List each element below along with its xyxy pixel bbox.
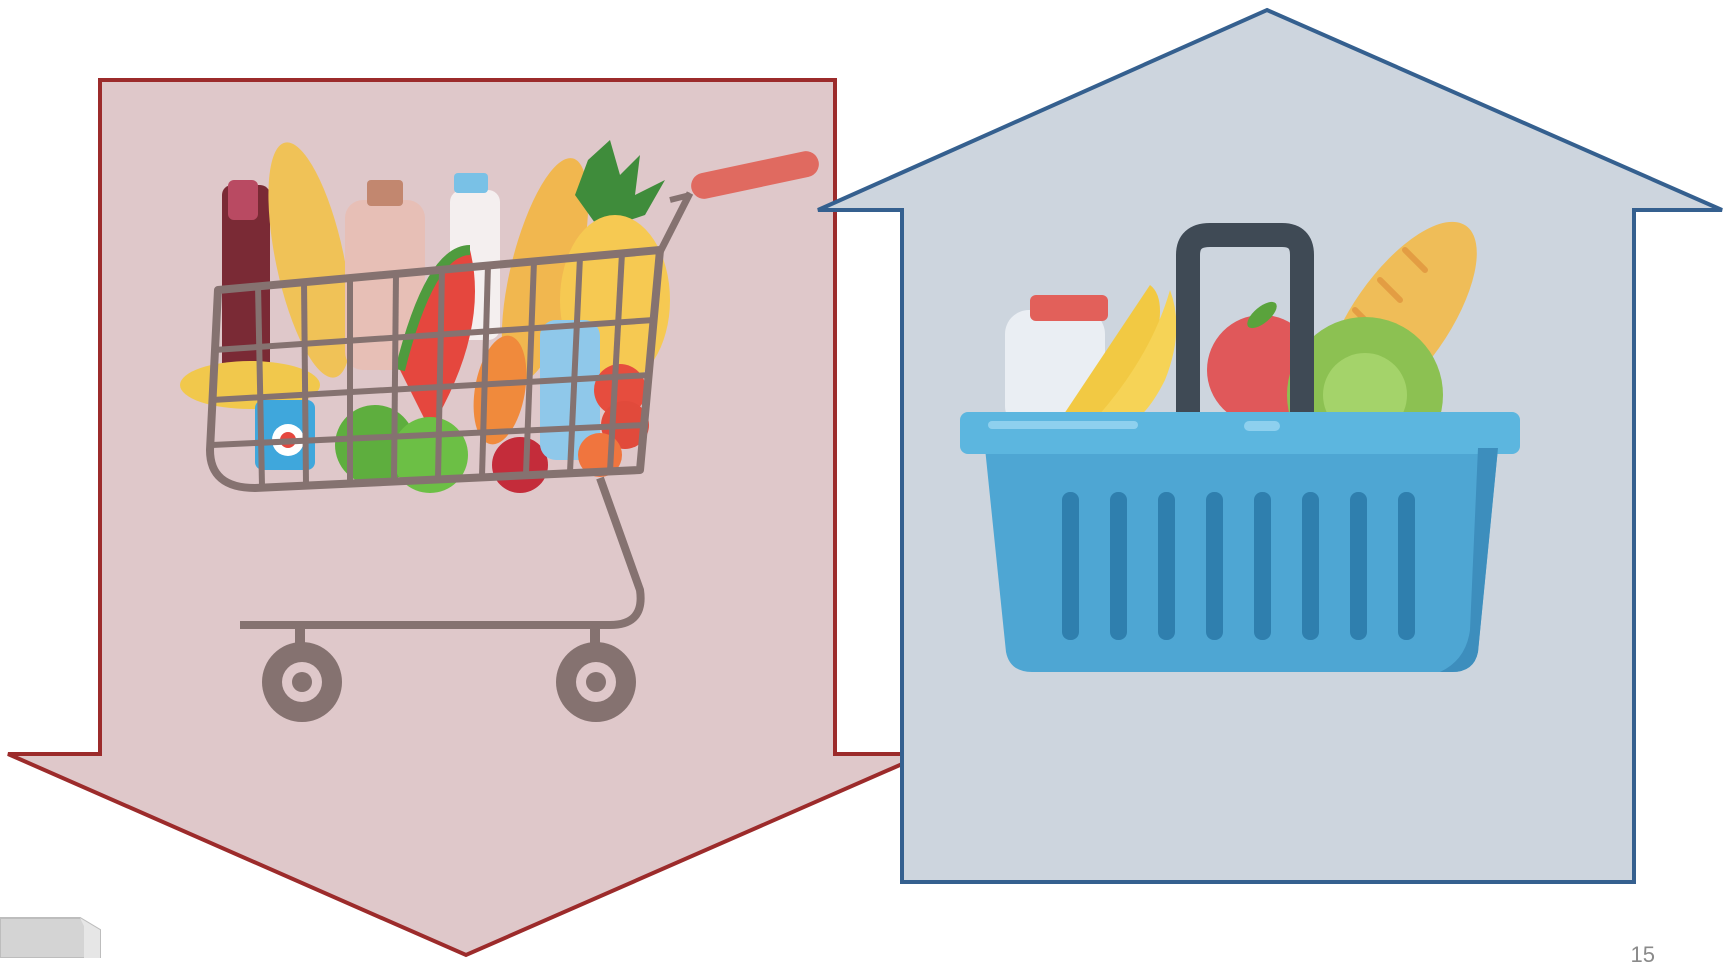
nav-button-icon[interactable] (0, 918, 100, 958)
page-number: 15 (1631, 942, 1655, 968)
